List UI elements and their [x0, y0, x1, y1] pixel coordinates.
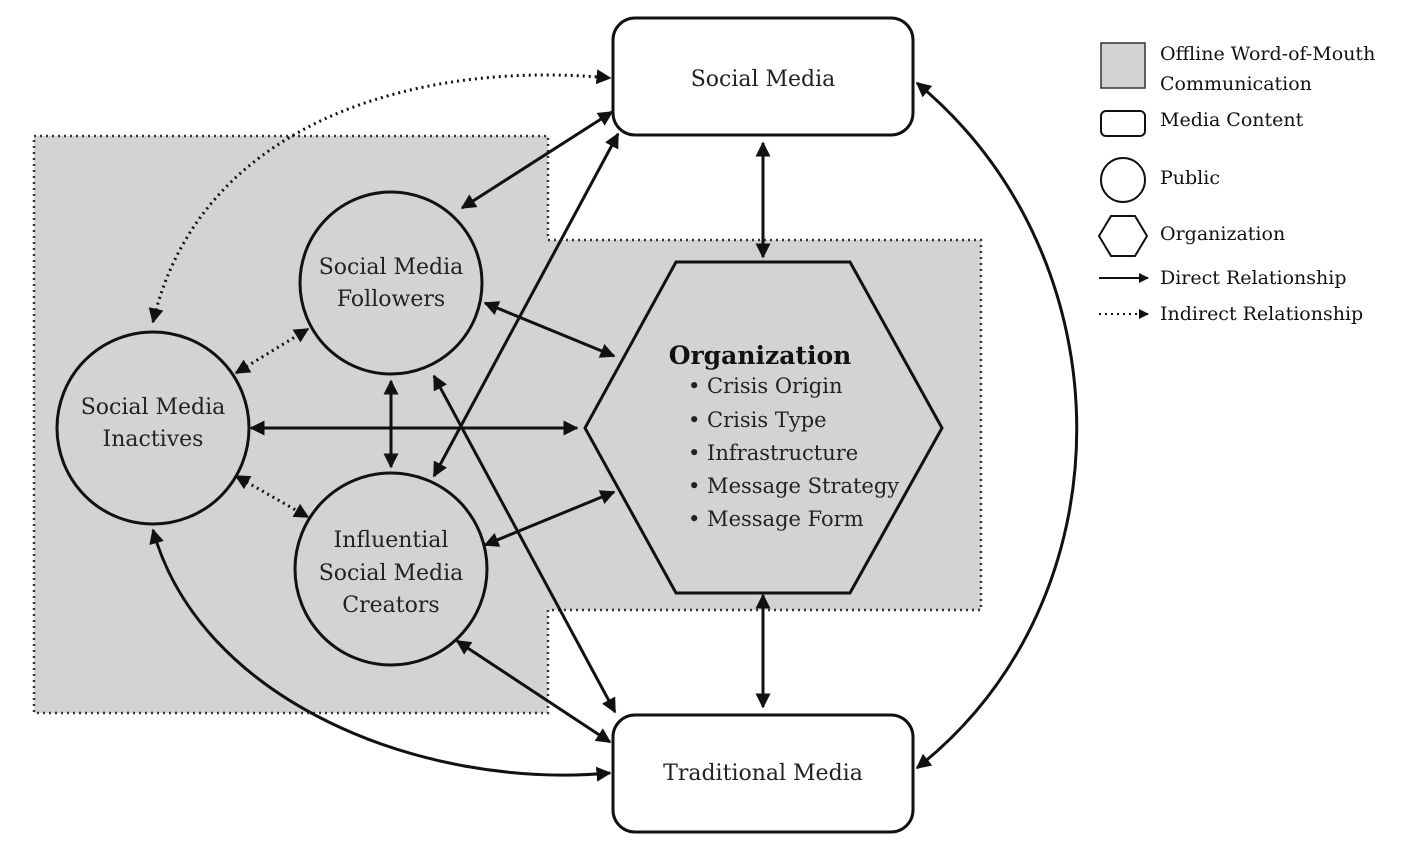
legend-organization-label: Organization — [1160, 223, 1285, 245]
creators-circle — [293, 471, 489, 667]
followers-label-line-1: Social Media — [319, 255, 464, 280]
organization-item: • Crisis Type — [688, 408, 827, 432]
legend-direct-label: Direct Relationship — [1160, 267, 1347, 289]
organization-item: • Infrastructure — [688, 441, 858, 465]
legend-organization-swatch — [1097, 215, 1149, 257]
organization-title: Organization — [669, 341, 852, 370]
legend-public-label: Public — [1160, 167, 1220, 189]
legend-indirect-label: Indirect Relationship — [1160, 303, 1363, 325]
followers-label-line-2: Followers — [337, 287, 445, 312]
organization-item: • Message Strategy — [688, 474, 899, 498]
edge-inactives-followers — [234, 327, 310, 375]
inactives-label-line-2: Inactives — [103, 427, 204, 452]
inactives-label-line-1: Social Media — [81, 395, 226, 420]
edge-social-media-traditional-media — [915, 81, 1079, 770]
edges — [148, 69, 1079, 782]
legend: Offline Word-of-Mouth Communication Medi… — [1097, 42, 1375, 325]
inactives-circle — [55, 330, 251, 526]
social-media-label: Social Media — [691, 67, 836, 92]
creators-label-line-2: Social Media — [319, 561, 464, 586]
node-influential-creators: Influential Social Media Creators — [293, 471, 489, 667]
traditional-media-label: Traditional Media — [663, 761, 863, 786]
edge-inactives-traditional-media — [149, 528, 612, 782]
node-traditional-media: Traditional Media — [611, 713, 915, 834]
organization-item: • Message Form — [688, 507, 864, 531]
organization-hexagon — [583, 260, 944, 595]
node-organization: Organization • Crisis Origin • Crisis Ty… — [583, 260, 944, 595]
creators-label-line-1: Influential — [334, 528, 449, 553]
traditional-media-box — [611, 713, 915, 834]
edge-inactives-creators — [234, 474, 310, 519]
legend-media-content-label: Media Content — [1160, 109, 1304, 131]
legend-offline-label-line-2: Communication — [1160, 73, 1312, 95]
organization-item: • Crisis Origin — [688, 374, 843, 398]
node-social-media: Social Media — [611, 16, 915, 137]
node-social-media-followers: Social Media Followers — [298, 190, 484, 376]
social-media-box — [611, 16, 915, 137]
followers-circle — [298, 190, 484, 376]
legend-media-content-swatch — [1100, 110, 1146, 137]
legend-public-swatch — [1100, 157, 1146, 203]
node-social-media-inactives: Social Media Inactives — [55, 330, 251, 526]
legend-offline-swatch — [1100, 42, 1146, 89]
creators-label-line-3: Creators — [342, 593, 439, 618]
legend-offline-label-line-1: Offline Word-of-Mouth — [1160, 43, 1375, 65]
